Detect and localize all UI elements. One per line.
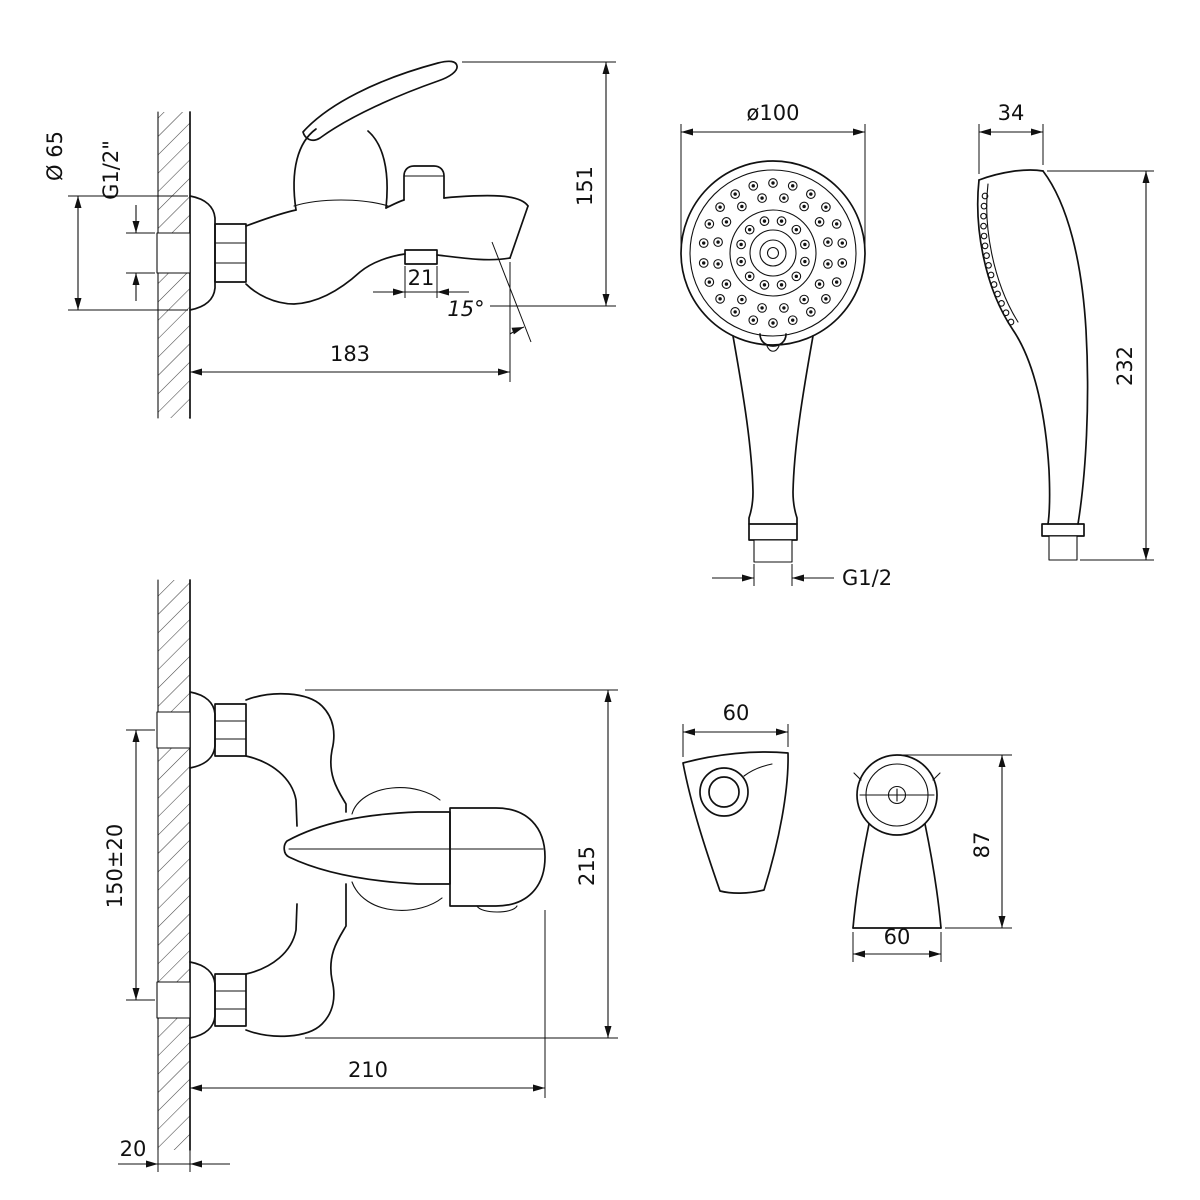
upper-inlet-thread xyxy=(156,711,191,749)
dim-flange-diameter: Ø 65 xyxy=(43,131,188,311)
wall-pipe-thread xyxy=(157,233,190,273)
dim-label-wall-thread: G1/2" xyxy=(99,140,123,200)
dim-label-head-depth: 34 xyxy=(998,101,1025,125)
dim-label-spout-reach: 183 xyxy=(330,342,370,366)
dim-front-height: 215 xyxy=(305,689,618,1039)
holder-body-front xyxy=(852,754,942,929)
dim-label-inlet-spacing: 150±20 xyxy=(103,824,127,908)
connection-thread xyxy=(753,539,793,563)
dim-wall-thickness: 20 xyxy=(118,1137,230,1172)
view-handshower-side: 34 232 xyxy=(976,101,1154,561)
wall-escutcheon xyxy=(189,195,216,311)
shower-head-front xyxy=(680,160,866,352)
wall-section-front xyxy=(156,579,191,1151)
dim-label-spout-angle: 15° xyxy=(447,297,484,321)
dim-overall-length: 232 xyxy=(1047,170,1154,561)
holder-ring-inner xyxy=(708,776,740,808)
dim-wall-thread: G1/2" xyxy=(99,140,155,301)
dim-holder-width: 60 xyxy=(682,701,789,757)
dim-label-holder-width: 60 xyxy=(723,701,750,725)
mount-screw xyxy=(887,785,907,805)
dim-label-holder-base-width: 60 xyxy=(884,925,911,949)
mixer-body-front xyxy=(189,691,546,1039)
dim-label-front-width: 210 xyxy=(348,1058,388,1082)
view-handshower-front: ø100 G1/2 xyxy=(680,101,892,590)
dim-holder-height: 87 xyxy=(901,754,1012,929)
dim-overall-height: 151 xyxy=(462,61,616,307)
dim-connection-thread: G1/2 xyxy=(712,564,892,590)
connection-thread-side xyxy=(1048,535,1078,561)
dim-label-wall-thickness: 20 xyxy=(120,1137,147,1161)
handle-collar-side xyxy=(1041,523,1085,537)
holder-ring-outer xyxy=(699,767,749,817)
upper-escutcheon xyxy=(189,691,216,769)
lower-escutcheon xyxy=(189,961,216,1039)
dim-label-front-height: 215 xyxy=(575,846,599,886)
dim-head-diameter: ø100 xyxy=(680,101,866,249)
lower-inlet-thread xyxy=(156,981,191,1019)
dim-spout-reach: 183 xyxy=(190,262,511,382)
view-mixer-side: Ø 65 G1/2" 151 21 15° xyxy=(43,60,616,419)
mixer-body-side xyxy=(189,60,529,311)
upper-nut xyxy=(214,703,247,757)
view-mixer-front: 150±20 215 210 20 xyxy=(103,579,618,1172)
dim-outlet-width: 21 xyxy=(373,266,469,298)
handle-collar xyxy=(748,523,798,541)
view-holder-side: 60 xyxy=(682,701,789,894)
dim-holder-base-width: 60 xyxy=(852,925,942,962)
dim-head-depth: 34 xyxy=(978,101,1044,174)
spray-nozzles xyxy=(698,178,848,328)
shower-handle-front xyxy=(732,335,814,563)
shower-profile xyxy=(976,169,1089,561)
lower-nut xyxy=(214,973,247,1027)
holder-body-side xyxy=(682,751,789,894)
lever-handle-front xyxy=(283,811,451,885)
mode-switch-tab xyxy=(759,333,787,347)
dim-inlet-spacing: 150±20 xyxy=(103,729,155,1001)
lever-handle xyxy=(302,60,458,142)
dim-label-overall-height: 151 xyxy=(573,166,597,206)
dim-label-flange-diameter: Ø 65 xyxy=(43,131,67,181)
spout-front xyxy=(449,807,546,907)
connection-nut xyxy=(214,223,247,283)
dim-label-holder-height: 87 xyxy=(970,832,994,859)
dim-front-width: 210 xyxy=(190,910,546,1098)
view-holder-front: 87 60 xyxy=(852,754,1012,962)
dim-label-head-diameter: ø100 xyxy=(747,101,800,125)
spray-face-bumps xyxy=(980,192,1015,326)
dim-label-outlet-width: 21 xyxy=(408,266,435,290)
diverter-knob xyxy=(403,165,445,201)
spout-outlet xyxy=(404,249,438,265)
dim-label-connection-thread: G1/2 xyxy=(842,566,892,590)
dim-spout-angle: 15° xyxy=(447,241,532,343)
spout-tip-face xyxy=(509,205,529,259)
wall-section xyxy=(156,111,191,419)
dim-label-overall-length: 232 xyxy=(1113,346,1137,386)
